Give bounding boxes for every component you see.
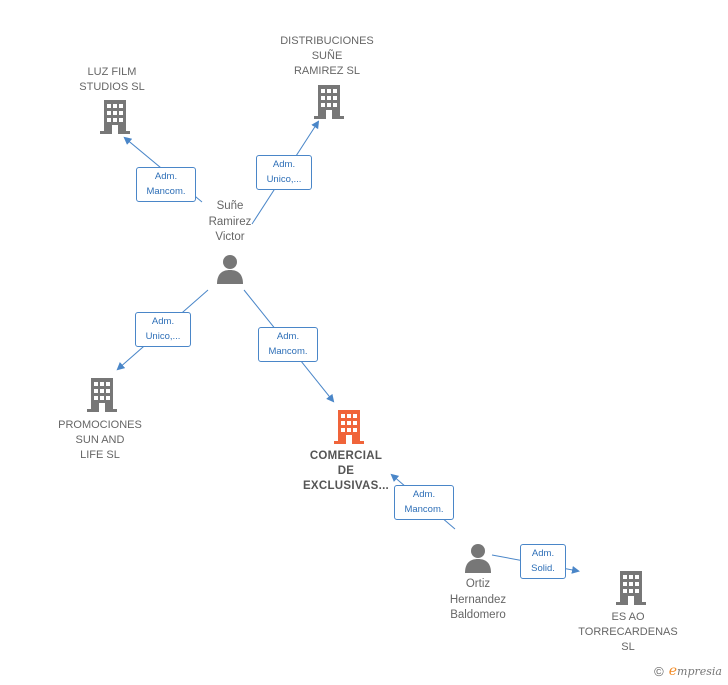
- edge-label-sune-luz-film[interactable]: Adm. Mancom.: [136, 167, 196, 202]
- node-label-line: Hernandez: [449, 593, 507, 606]
- edge-label-line: Adm.: [154, 171, 178, 182]
- building-icon[interactable]: [314, 85, 344, 119]
- node-label-line: Ortiz: [465, 578, 491, 590]
- edge-label-line: Unico,...: [145, 331, 181, 342]
- person-icon[interactable]: [216, 254, 244, 284]
- node-label-sune[interactable]: Suñe Ramirez Victor: [190, 199, 270, 246]
- node-label-line: PROMOCIONES: [58, 419, 142, 431]
- node-label-line: DE: [337, 465, 355, 477]
- building-icon[interactable]: [100, 100, 130, 134]
- node-label-line: TORRECARDENAS: [578, 626, 678, 638]
- node-label-es-ao[interactable]: ES AO TORRECARDENAS SL: [566, 610, 690, 655]
- node-label-line: Baldomero: [450, 609, 506, 621]
- edge-label-line: Adm.: [412, 489, 436, 500]
- node-label-line: LIFE SL: [80, 449, 120, 461]
- edge-label-sune-comercial[interactable]: Adm. Mancom.: [258, 327, 318, 362]
- brand-initial: e: [668, 663, 678, 679]
- node-label-line: DISTRIBUCIONES: [280, 35, 374, 47]
- edge-label-ortiz-comercial[interactable]: Adm. Mancom.: [394, 485, 454, 520]
- node-label-line: Ramirez: [208, 215, 252, 228]
- node-label-comercial[interactable]: COMERCIAL DE EXCLUSIVAS...: [286, 449, 406, 494]
- edge-label-line: Mancom.: [404, 504, 444, 515]
- node-label-line: SL: [621, 641, 635, 653]
- edge-label-sune-promociones[interactable]: Adm. Unico,...: [135, 312, 191, 347]
- node-label-line: Suñe: [216, 200, 244, 212]
- edge-label-sune-distribuciones[interactable]: Adm. Unico,...: [256, 155, 312, 190]
- person-icon[interactable]: [464, 543, 492, 573]
- node-label-line: ES AO: [611, 611, 645, 623]
- edge-label-line: Mancom.: [146, 186, 186, 197]
- copyright-icon: ©: [654, 663, 664, 679]
- node-label-line: SUÑE: [311, 50, 343, 62]
- building-icon-highlighted[interactable]: [334, 410, 364, 444]
- node-label-line: Victor: [215, 231, 245, 243]
- building-icon[interactable]: [87, 378, 117, 412]
- brand-rest: mpresia: [677, 665, 722, 678]
- edge-label-line: Adm.: [276, 331, 300, 342]
- node-label-line: COMERCIAL: [309, 450, 383, 462]
- edge-label-line: Adm.: [272, 159, 296, 170]
- node-label-ortiz[interactable]: Ortiz Hernandez Baldomero: [436, 577, 520, 624]
- node-label-line: LUZ FILM: [87, 66, 137, 78]
- edge-label-line: Mancom.: [268, 346, 308, 357]
- node-label-line: RAMIREZ SL: [293, 65, 360, 77]
- node-label-distribuciones[interactable]: DISTRIBUCIONES SUÑE RAMIREZ SL: [267, 34, 387, 79]
- edge-label-line: Unico,...: [266, 174, 302, 185]
- edge-label-line: Adm.: [531, 548, 555, 559]
- edge-label-line: Adm.: [151, 316, 175, 327]
- node-label-luz-film[interactable]: LUZ FILM STUDIOS SL: [62, 65, 162, 95]
- node-label-promociones[interactable]: PROMOCIONES SUN AND LIFE SL: [45, 418, 155, 463]
- node-label-line: SUN AND: [75, 434, 125, 446]
- edge-label-line: Solid.: [531, 563, 555, 574]
- node-label-line: EXCLUSIVAS...: [302, 480, 390, 492]
- node-label-line: STUDIOS SL: [79, 81, 145, 93]
- building-icon[interactable]: [616, 571, 646, 605]
- footer-brand: © empresia: [654, 663, 722, 679]
- brand-logo: empresia: [669, 663, 722, 679]
- edge-label-ortiz-es-ao[interactable]: Adm. Solid.: [520, 544, 566, 579]
